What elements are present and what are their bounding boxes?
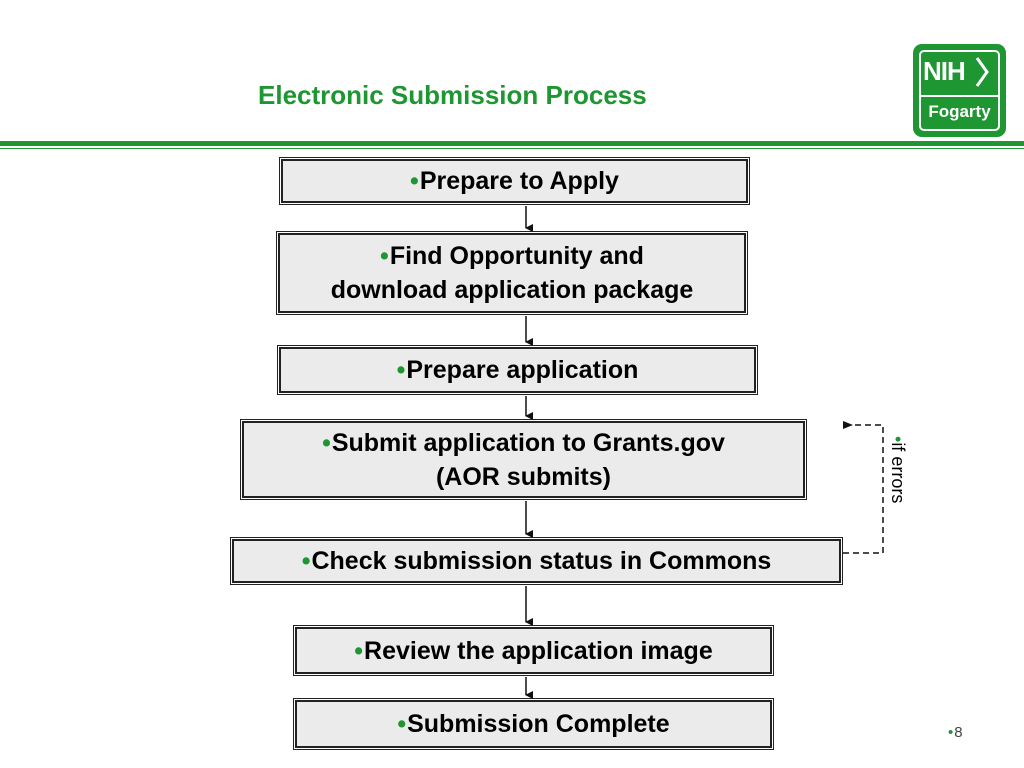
loop-label: •if errors [868,436,908,526]
step-bullet: • [354,636,364,665]
loop-label-text: if errors [888,442,908,504]
step-bullet: • [301,547,311,575]
step-bullet: • [410,167,419,195]
loop-bullet: • [888,436,908,443]
page-number-bullet: • [948,724,954,741]
step-find-opportunity: •Find Opportunity and download applicatio… [278,233,746,313]
step-label: Review the application image [364,636,713,665]
step-label-line-1: Find Opportunity and [389,242,644,270]
step-label: Prepare to Apply [419,167,619,195]
page-title: Electronic Submission Process [258,80,647,110]
logo-chevron-icon [975,57,989,87]
step-label: Prepare application [406,356,639,384]
step-prepare-application: •Prepare application [279,347,756,393]
step-submit-application: •Submit application to Grants.gov (AOR su… [242,421,805,498]
logo-frame [919,50,1000,131]
step-review-image: •Review the application image [295,627,772,674]
step-label: Submission Complete [407,710,670,738]
step-bullet: • [322,428,331,457]
step-check-status: •Check submission status in Commons [232,539,841,583]
step-prepare-to-apply: •Prepare to Apply [281,159,748,203]
logo-bottom-text: Fogarty [928,102,991,121]
step-label: Check submission status in Commons [311,547,772,575]
step-label-line-2: download application package [330,276,694,304]
step-submission-complete: •Submission Complete [295,700,772,748]
title-rule-thin [0,148,1024,149]
step-bullet: • [380,242,389,270]
step-bullet: • [397,710,407,738]
logo-divider [921,95,998,97]
step-label-line-1: Submit application to Grants.gov [331,428,725,457]
nih-fogarty-logo: NIH Fogarty [913,44,1006,137]
step-label-line-2: (AOR submits) [435,462,611,491]
title-rule-thick [0,141,1024,146]
page-number: •8 [948,724,963,741]
logo-top-text: NIH [923,56,966,86]
step-bullet: • [396,356,406,384]
page-number-value: 8 [954,724,963,741]
